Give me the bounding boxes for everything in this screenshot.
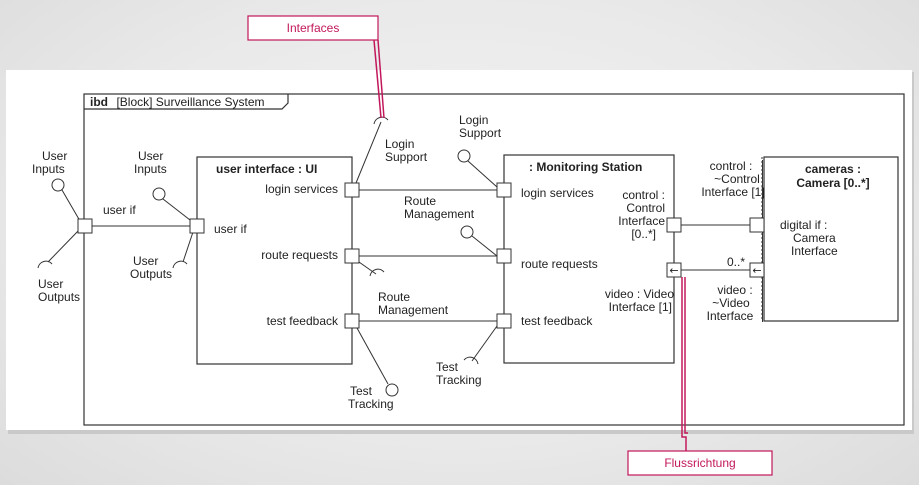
ms-test-feedback-port: [496, 313, 512, 329]
user-inputs-lollipop-icon: [51, 178, 65, 192]
interfaces-callout-box: [247, 15, 379, 41]
route-management-provided-connector: [471, 235, 498, 257]
ui-login-services-port: [344, 182, 360, 198]
ms-control-port: [666, 217, 682, 233]
interfaces-callout-leader: [373, 39, 382, 119]
ibd-title: [Block] Surveillance System: [116, 95, 264, 109]
test-tracking-connector: [356, 327, 389, 385]
ibd-frame-tab: [84, 94, 289, 110]
ibd-frame: [83, 93, 905, 426]
ui-test-feedback-port: [344, 313, 360, 329]
frame-user-if-port: [77, 218, 93, 234]
ui-user-outputs-socket-icon: [172, 260, 188, 269]
user-inputs-connector: [61, 189, 81, 222]
frame-user-if-label: user if: [103, 203, 136, 217]
route-management-required-connector: [358, 261, 377, 275]
camera-control-port: [749, 217, 765, 233]
ms-route-requests-label: route requests: [521, 257, 598, 271]
user-outputs-connector: [47, 228, 81, 263]
camera-block-title: cameras :Camera [0..*]: [796, 162, 869, 190]
ibd-frame-title: ibd [Block] Surveillance System: [90, 93, 265, 110]
ms-login-services-label: login services: [521, 186, 594, 200]
camera-block: [763, 156, 899, 322]
ui-route-requests-port: [344, 248, 360, 264]
test-tracking-lollipop-icon: [385, 383, 399, 397]
route-management-socket-icon: [369, 268, 385, 277]
flow-direction-leader-right: [684, 277, 688, 434]
ms-login-support-lollipop-icon: [457, 149, 471, 163]
monitoring-station-block: [503, 154, 675, 364]
ms-login-support-connector: [467, 160, 498, 188]
ibd-keyword: ibd: [90, 95, 108, 109]
route-management-lollipop-icon: [460, 225, 474, 239]
ms-video-flow-arrow-icon: ←: [669, 264, 678, 277]
login-support-socket-icon: [373, 116, 389, 125]
ui-user-if-label: user if: [214, 222, 247, 236]
camera-video-port: [749, 262, 765, 278]
login-support-connector: [355, 121, 382, 184]
ms-route-requests-port: [496, 248, 512, 264]
interfaces-callout-leader-2: [377, 39, 385, 119]
flow-direction-callout-label: Flussrichtung: [664, 456, 735, 470]
flow-direction-leader-left: [681, 277, 687, 451]
monitoring-station-title: : Monitoring Station: [529, 160, 642, 174]
ms-login-services-port: [496, 182, 512, 198]
ui-block: [196, 156, 353, 365]
ms-test-tracking-connector: [471, 325, 498, 362]
ui-user-if-port: [189, 218, 205, 234]
ui-user-inputs-connector: [162, 198, 191, 221]
ui-test-feedback-label: test feedback: [267, 314, 339, 328]
user-outputs-socket-icon: [37, 260, 53, 269]
flow-direction-callout-box: [627, 450, 773, 476]
ms-test-feedback-label: test feedback: [521, 314, 593, 328]
ui-block-title: user interface : UI: [216, 162, 317, 176]
ui-login-services-label: login services: [265, 182, 338, 196]
diagram-sheet: [6, 70, 912, 430]
ui-user-outputs-connector: [182, 231, 194, 263]
ms-test-tracking-socket-icon: [463, 356, 479, 365]
interfaces-callout-label: Interfaces: [287, 21, 340, 35]
camera-multiplicity: 0..*: [727, 255, 745, 269]
ui-user-inputs-lollipop-icon: [152, 187, 166, 201]
camera-video-flow-arrow-icon: ←: [752, 264, 761, 277]
ui-route-requests-label: route requests: [261, 248, 338, 262]
